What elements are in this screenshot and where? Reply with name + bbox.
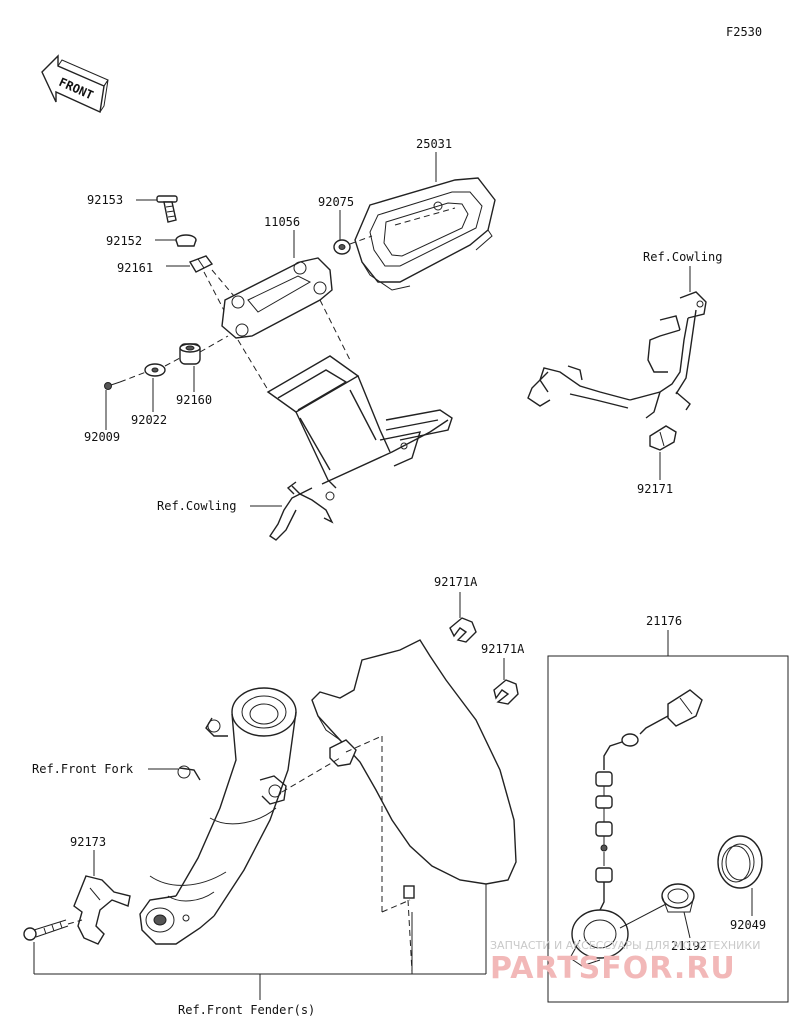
watermark-brand: PARTSFOR.RU: [490, 951, 736, 986]
label-21176: 21176: [646, 614, 682, 628]
bracket-11056: [221, 257, 333, 339]
bolt-92153: [156, 195, 178, 223]
figure-code: F2530: [726, 25, 762, 39]
speed-sensor-21176: [569, 689, 703, 967]
nut-92075: [333, 239, 351, 255]
label-92171a-upper: 92171A: [434, 575, 478, 589]
label-92161: 92161: [117, 261, 153, 275]
collar-92152: [175, 234, 197, 247]
damper-92160: [179, 343, 201, 365]
label-ref-cowling-right: Ref.Cowling: [643, 250, 722, 264]
label-92153: 92153: [87, 193, 123, 207]
meter-assembly-25031: [354, 177, 496, 291]
label-92173: 92173: [70, 835, 106, 849]
screw-92009: [104, 381, 121, 390]
label-92171a-lower: 92171A: [481, 642, 525, 656]
watermark-subtitle: ЗАПЧАСТИ И АКСЕССУАРЫ ДЛЯ МОТОТЕХНИКИ: [490, 939, 760, 952]
clamp-92171a-lower: [493, 679, 519, 705]
label-92075: 92075: [318, 195, 354, 209]
label-25031: 25031: [416, 137, 452, 151]
bolt-fender: [23, 919, 69, 941]
label-92009: 92009: [84, 430, 120, 444]
damper-92161: [188, 255, 214, 273]
seal-92049: [717, 835, 763, 889]
label-92022: 92022: [131, 413, 167, 427]
ring-21192: [661, 883, 695, 913]
front-fork-outer-tube: [139, 687, 297, 945]
label-92152: 92152: [106, 234, 142, 248]
cowling-stay-right: [527, 291, 707, 419]
label-ref-cowling-left: Ref.Cowling: [157, 499, 236, 513]
front-fender: [311, 639, 517, 973]
bracket-92173: [73, 875, 131, 945]
washer-92022: [144, 363, 166, 377]
label-11056: 11056: [264, 215, 300, 229]
clamp-92171: [649, 425, 677, 451]
clamp-92171a-upper: [449, 617, 477, 643]
label-92171: 92171: [637, 482, 673, 496]
label-92049: 92049: [730, 918, 766, 932]
label-21192: 21192: [671, 939, 707, 953]
label-ref-front-fender: Ref.Front Fender(s): [178, 1003, 315, 1017]
label-92160: 92160: [176, 393, 212, 407]
meter-stay-left: [266, 355, 453, 541]
label-ref-front-fork: Ref.Front Fork: [32, 762, 134, 776]
front-arrow-icon: FRONT: [41, 54, 109, 114]
